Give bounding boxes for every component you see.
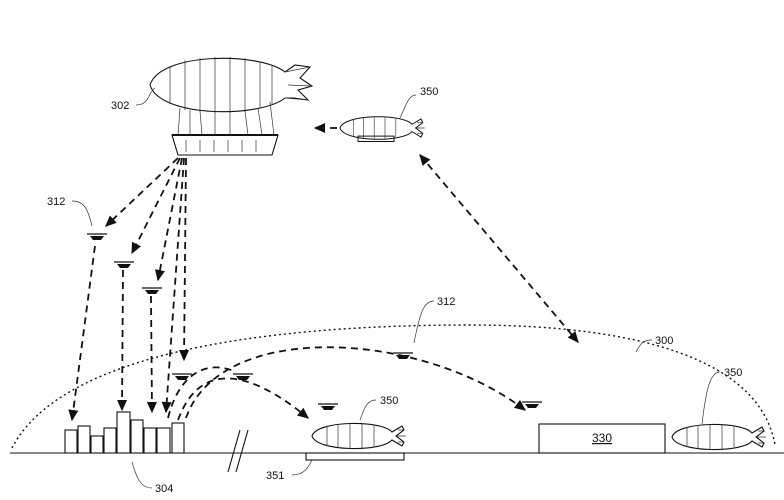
bidirectional-arrow <box>419 154 579 343</box>
boundary-dome <box>11 324 776 449</box>
label-facility: 330 <box>592 431 612 445</box>
ground-airship-right <box>671 423 767 451</box>
ground-airship <box>311 422 407 450</box>
label-uav-lower: 312 <box>437 296 455 308</box>
label-airship-ground: 350 <box>380 395 398 407</box>
delivery-paths <box>68 157 190 422</box>
label-airship-resupply: 350 <box>420 86 438 98</box>
label-uav-upper: 312 <box>47 196 65 208</box>
facility-box <box>538 423 666 454</box>
leader-lines <box>71 87 721 489</box>
main-airship <box>149 57 314 156</box>
resupply-airship <box>339 115 426 142</box>
label-boundary: 300 <box>655 335 673 347</box>
break-marks <box>227 429 249 473</box>
label-ground-station: 351 <box>266 470 284 482</box>
label-airship-ground-right: 350 <box>724 367 742 379</box>
uav-drone <box>171 373 193 381</box>
uav-drone <box>317 403 339 411</box>
ground-station <box>305 452 405 461</box>
uav-drone <box>521 401 543 409</box>
uav-drone <box>113 261 135 269</box>
uav-drone <box>141 287 163 295</box>
buildings <box>64 411 185 454</box>
ground-delivery-paths <box>167 346 527 421</box>
label-buildings: 304 <box>155 483 173 495</box>
label-airship-main: 302 <box>111 100 129 112</box>
uav-drone <box>86 233 108 241</box>
